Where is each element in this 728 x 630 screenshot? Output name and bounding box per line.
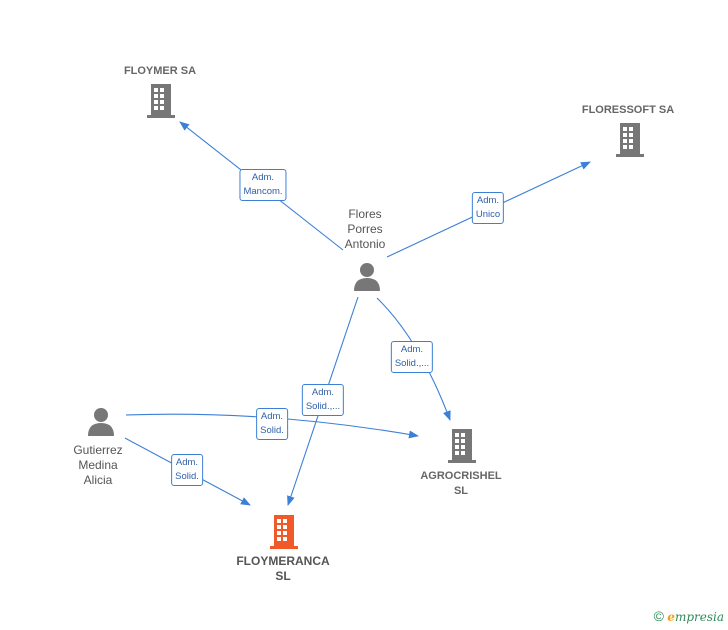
company-label-agrocrishel[interactable]: AGROCRISHEL SL	[420, 470, 502, 497]
edge-label-gutierrez-floymeranca: Adm. Solid.	[171, 454, 203, 486]
company-label-floressoft[interactable]: FLORESSOFT SA	[581, 104, 675, 116]
edge-label-flores-floymer: Adm. Mancom.	[239, 169, 287, 201]
person-label-gutierrez[interactable]: Gutierrez Medina Alicia	[73, 443, 123, 487]
brand-logo: empresia	[667, 610, 724, 624]
copyright-symbol: ©	[653, 608, 664, 624]
company-label-floymeranca[interactable]: FLOYMERANCA SL	[236, 554, 330, 583]
edge-label-flores-agrocrishel: Adm. Solid.,...	[390, 341, 434, 373]
building-icon[interactable]	[147, 84, 175, 118]
person-icon[interactable]	[88, 408, 114, 436]
footer-brand: © empresia	[654, 608, 724, 624]
edge-label-flores-floymeranca: Adm. Solid.,...	[301, 384, 345, 416]
edge-label-gutierrez-agrocrishel: Adm. Solid.	[256, 408, 288, 440]
building-icon[interactable]	[616, 123, 644, 157]
focus-building-icon[interactable]	[270, 515, 298, 549]
company-label-floymer[interactable]: FLOYMER SA	[123, 65, 197, 77]
building-icon[interactable]	[448, 429, 476, 463]
person-icon[interactable]	[354, 263, 380, 291]
person-label-flores[interactable]: Flores Porres Antonio	[344, 207, 386, 251]
edge-label-flores-floressoft: Adm. Unico	[471, 192, 505, 224]
